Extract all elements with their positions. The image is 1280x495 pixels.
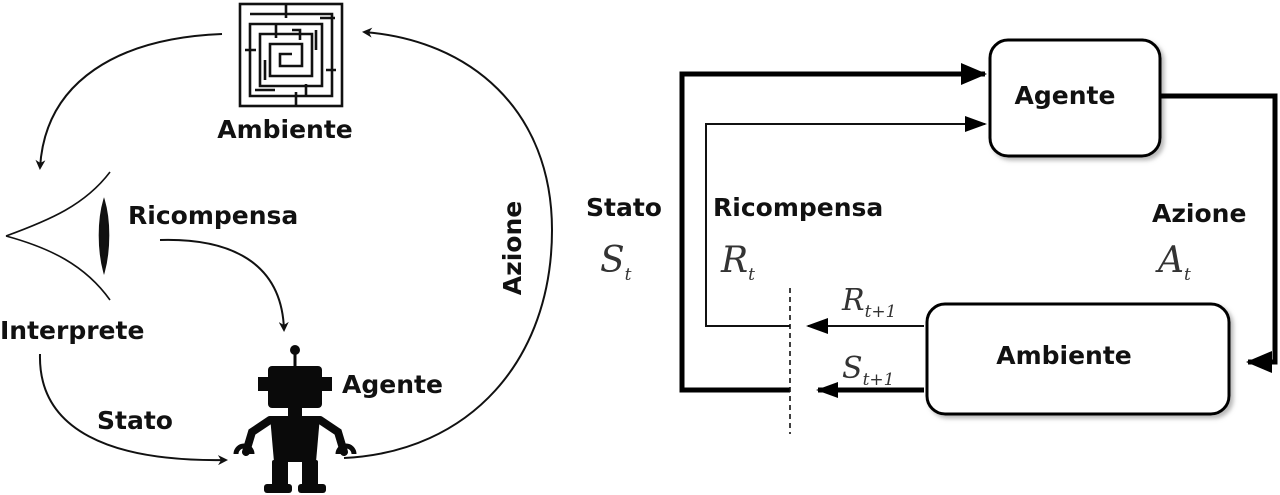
state-symbol: St [600,240,632,285]
action-symbol: At [1155,240,1191,285]
arrow-environment-to-interpreter [35,33,223,170]
right-state-label: Stato [586,193,662,222]
left-interpreter-label: Interprete [0,316,144,345]
right-reward-label: Ricompensa [713,193,883,222]
action-arrow [1160,93,1278,373]
right-agent-label: Agente [1015,81,1116,110]
right-action-label: Azione [1152,199,1246,228]
left-agent-label: Agente [342,370,443,399]
left-cycle-diagram: Ambiente Ricompensa Interprete Stato [0,2,554,493]
next-state-symbol: St+1 [842,351,894,390]
reward-symbol: Rt [720,240,755,285]
right-loop-diagram: Agente Ambiente Stato St Ricompensa Rt A… [586,38,1278,434]
environment-box [925,302,1231,416]
left-reward-label: Ricompensa [128,201,298,230]
reward-feedback-loop [705,116,987,327]
left-environment-label: Ambiente [217,115,353,144]
arrow-reward-to-agent [159,238,289,332]
left-state-label: Stato [97,406,173,435]
eye-icon [5,171,111,301]
maze-icon [238,2,344,108]
state-feedback-loop [679,63,987,393]
robot-icon [233,345,357,493]
arrow-state-to-agent [38,353,228,466]
next-reward-symbol: Rt+1 [841,283,897,322]
left-action-label: Azione [498,201,527,295]
right-environment-label: Ambiente [996,341,1132,370]
arrow-action-to-environment [343,27,554,459]
